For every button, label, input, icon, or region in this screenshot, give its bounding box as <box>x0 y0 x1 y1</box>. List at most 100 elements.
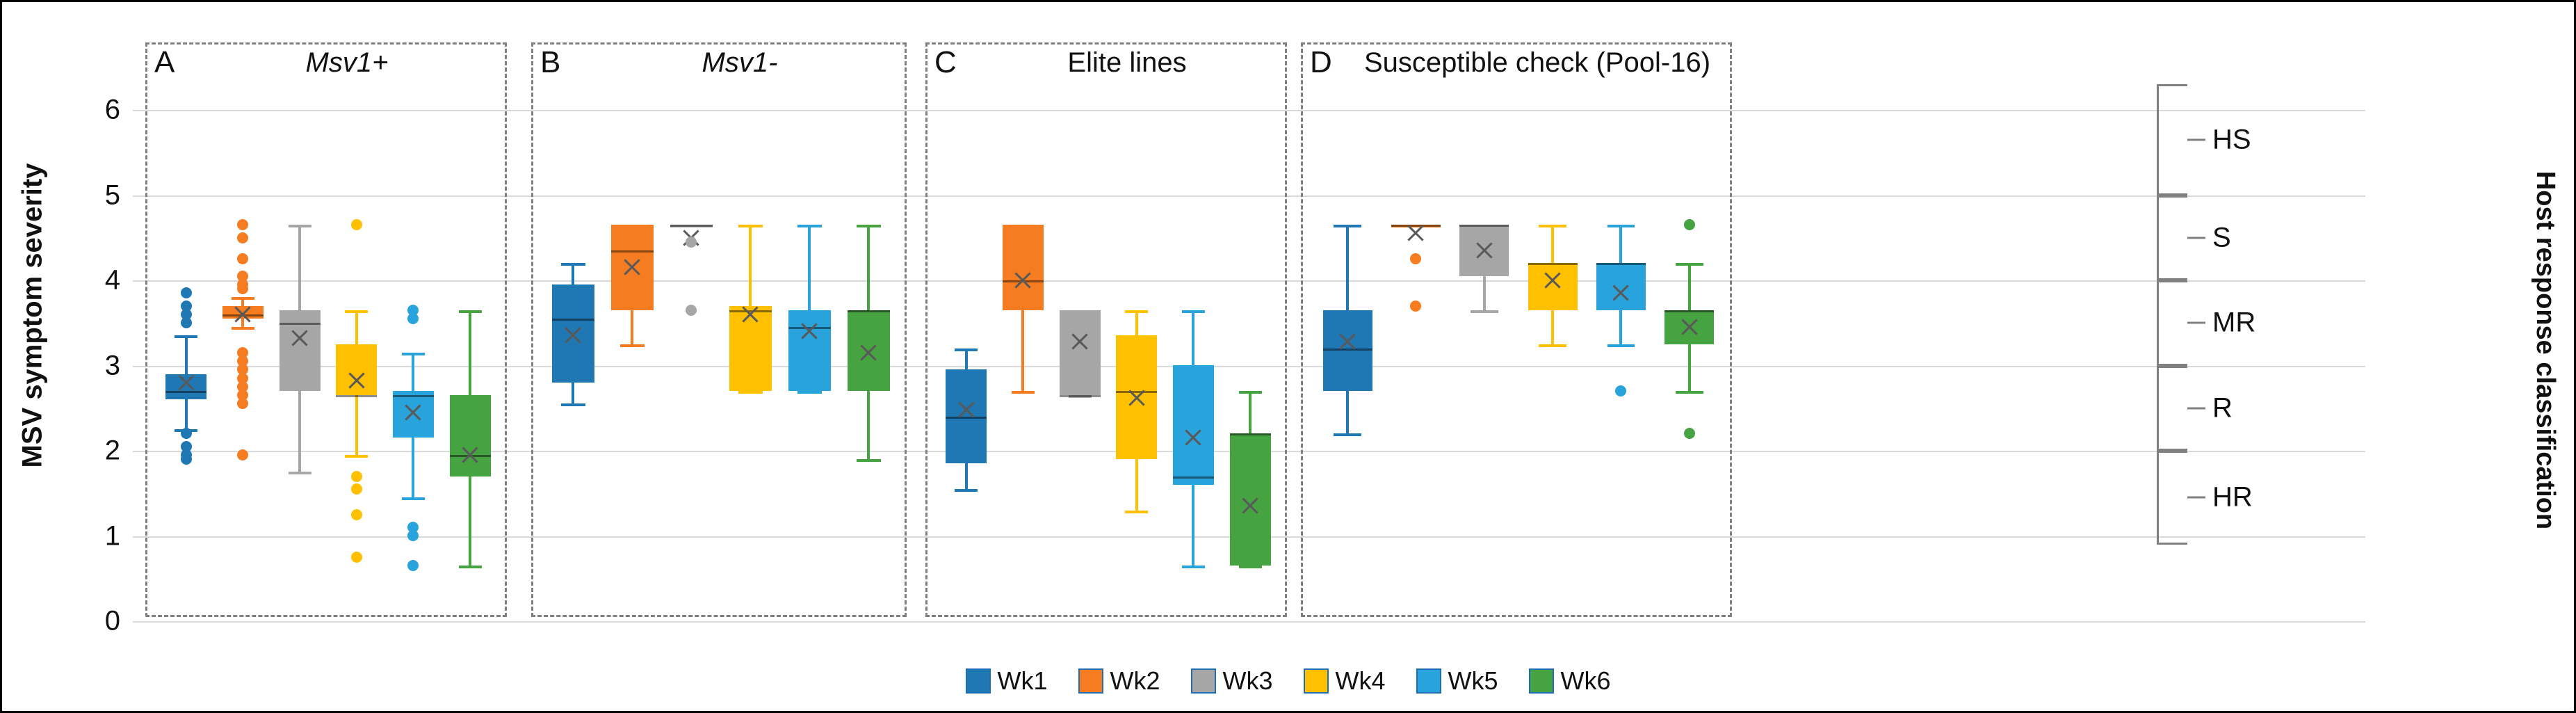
boxplot-wk3[interactable] <box>1459 45 1509 615</box>
boxplot-wk6[interactable] <box>449 45 491 615</box>
whisker-lower <box>867 391 870 459</box>
mean-marker-icon <box>346 370 367 391</box>
mean-marker-icon <box>1405 223 1426 243</box>
boxplot-wk6[interactable] <box>1229 45 1271 615</box>
outlier-point <box>180 440 192 452</box>
outlier-point <box>180 300 192 312</box>
boxplot-wk5[interactable] <box>788 45 832 615</box>
boxplot-wk2[interactable] <box>1003 45 1044 615</box>
boxplot-wk1[interactable] <box>946 45 987 615</box>
whisker-cap-upper <box>1539 225 1566 228</box>
bracket-nub <box>2187 237 2205 239</box>
box-rect[interactable] <box>279 310 321 391</box>
boxplot-wk1[interactable] <box>165 45 207 615</box>
outlier-point <box>407 312 419 324</box>
whisker-cap-lower <box>738 391 763 394</box>
median-line <box>1528 263 1578 266</box>
legend-label: Wk1 <box>997 666 1048 695</box>
mean-marker-icon <box>1183 427 1204 448</box>
outlier-point <box>180 428 192 440</box>
whisker-upper <box>572 263 575 285</box>
mean-marker-icon <box>858 342 879 363</box>
legend-item-wk1[interactable]: Wk1 <box>965 666 1048 696</box>
boxplot-wk4[interactable] <box>336 45 378 615</box>
mean-marker-icon <box>232 304 253 325</box>
box-rect[interactable] <box>1003 225 1044 310</box>
box-rect[interactable] <box>551 284 595 383</box>
outlier-point <box>407 560 419 572</box>
bracket-nub <box>2187 407 2205 410</box>
legend-item-wk2[interactable]: Wk2 <box>1078 666 1160 696</box>
outlier-point <box>1615 385 1627 396</box>
boxplot-wk4[interactable] <box>729 45 772 615</box>
boxplot-wk5[interactable] <box>1596 45 1646 615</box>
y-tick-label: 0 <box>104 605 120 636</box>
box-rect[interactable] <box>393 391 434 438</box>
legend-item-wk3[interactable]: Wk3 <box>1190 666 1273 696</box>
mean-marker-icon <box>1240 495 1261 516</box>
boxplot-wk3[interactable] <box>279 45 321 615</box>
boxplot-wk3[interactable] <box>1059 45 1101 615</box>
whisker-cap-upper <box>1238 391 1262 394</box>
boxplot-wk2[interactable] <box>222 45 264 615</box>
outlier-point <box>1410 300 1422 312</box>
mean-marker-icon <box>403 402 423 423</box>
boxplot-wk5[interactable] <box>1173 45 1214 615</box>
box-rect[interactable] <box>1173 365 1214 485</box>
bracket-mr <box>2157 280 2205 366</box>
boxplot-wk4[interactable] <box>1528 45 1578 615</box>
outlier-point <box>180 287 192 299</box>
whisker-upper <box>1346 225 1350 310</box>
whisker-cap-lower <box>1125 510 1149 513</box>
outlier-point <box>407 304 419 316</box>
outlier-point <box>237 270 249 282</box>
whisker-upper <box>1135 310 1138 336</box>
whisker-cap-upper <box>458 310 482 313</box>
panel-title: Susceptible check (Pool-16) <box>1363 47 1711 78</box>
whisker-cap-upper <box>402 352 425 355</box>
boxplot-wk2[interactable] <box>610 45 654 615</box>
whisker-upper <box>184 335 188 374</box>
boxplot-wk1[interactable] <box>551 45 595 615</box>
whisker-cap-lower <box>1012 391 1035 394</box>
outlier-point <box>237 380 249 392</box>
boxplot-wk2[interactable] <box>1391 45 1441 615</box>
boxplot-wk1[interactable] <box>1322 45 1372 615</box>
outlier-point <box>237 449 249 460</box>
box-rect[interactable] <box>1059 310 1101 396</box>
outlier-point <box>686 304 697 316</box>
bracket-nub <box>2187 138 2205 141</box>
y-tick-label: 6 <box>104 94 120 125</box>
boxplot-wk6[interactable] <box>847 45 891 615</box>
boxplot-wk6[interactable] <box>1664 45 1715 615</box>
legend-item-wk6[interactable]: Wk6 <box>1528 666 1611 696</box>
boxplot-wk3[interactable] <box>670 45 713 615</box>
whisker-lower <box>1135 459 1138 511</box>
class-label-mr: MR <box>2212 307 2256 338</box>
boxplot-wk4[interactable] <box>1116 45 1158 615</box>
median-line <box>1664 310 1715 312</box>
panel-letter: D <box>1310 45 1332 79</box>
whisker-cap-upper <box>232 297 254 301</box>
whisker-cap-lower <box>1334 433 1361 437</box>
y-tick-label: 2 <box>104 435 120 466</box>
outlier-point <box>180 454 192 465</box>
mean-marker-icon <box>1337 331 1358 352</box>
outlier-point <box>350 551 362 563</box>
legend-label: Wk3 <box>1222 666 1273 695</box>
legend-item-wk5[interactable]: Wk5 <box>1416 666 1498 696</box>
outlier-point <box>1410 253 1422 265</box>
whisker-cap-upper <box>857 225 881 228</box>
boxplot-wk5[interactable] <box>393 45 434 615</box>
y-tick-label: 3 <box>104 350 120 380</box>
box-rect[interactable] <box>1459 225 1509 276</box>
box-rect[interactable] <box>946 369 987 464</box>
outlier-point <box>237 283 249 294</box>
whisker-cap-upper <box>1607 225 1635 228</box>
bracket-s <box>2157 195 2205 280</box>
legend-item-wk4[interactable]: Wk4 <box>1303 666 1386 696</box>
